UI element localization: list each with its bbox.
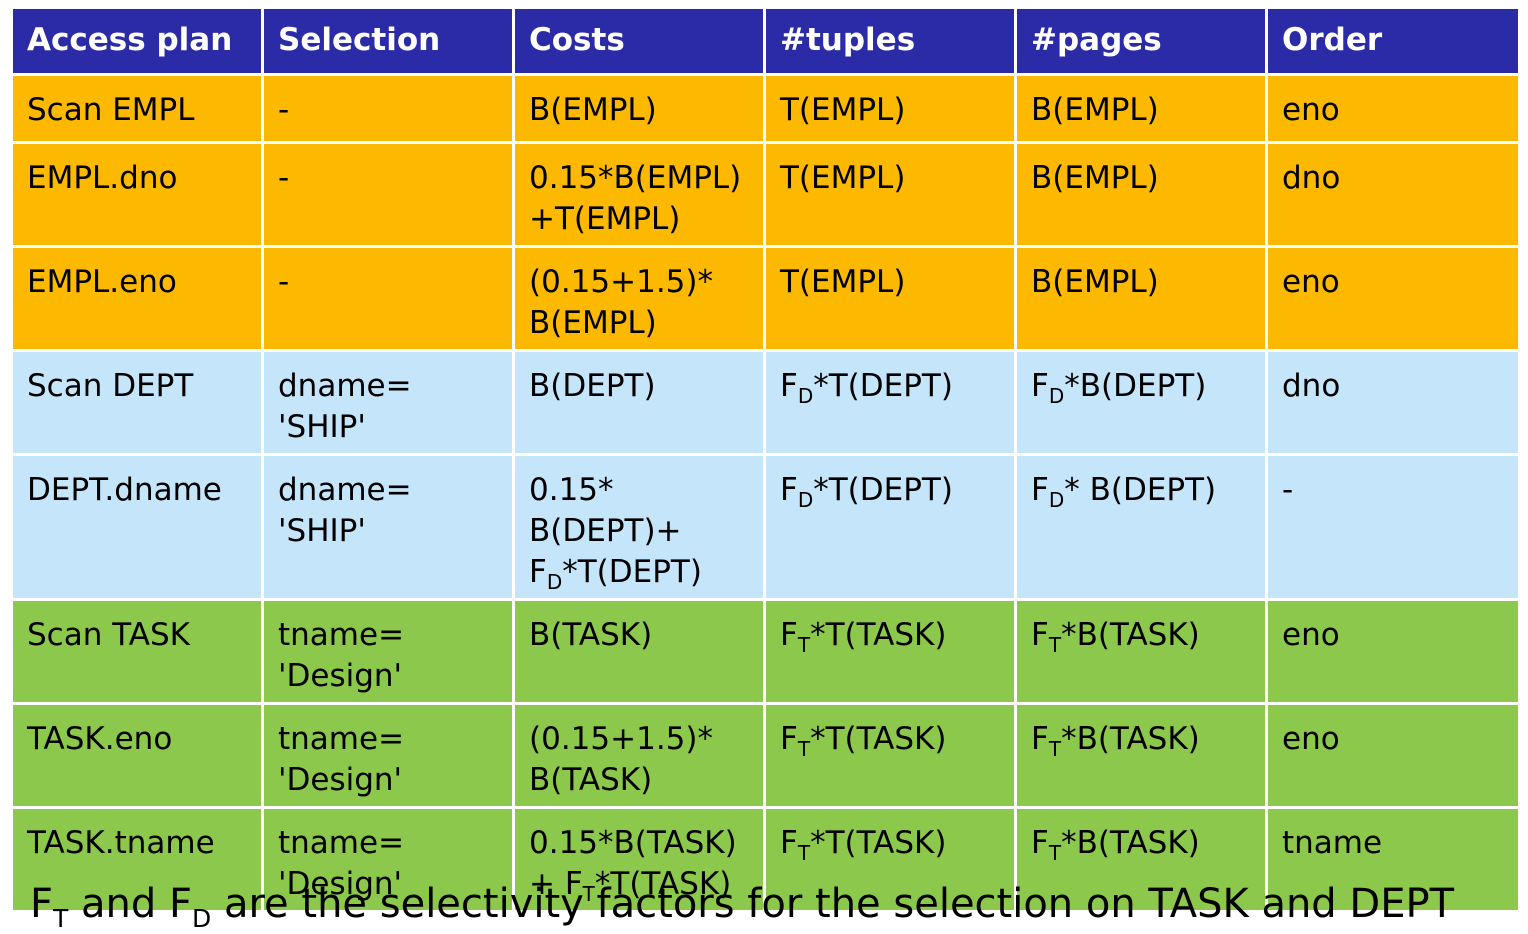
- cell-tuples: FD*T(DEPT): [763, 349, 1017, 456]
- cell-costs: B(TASK): [512, 598, 766, 705]
- costs-line: B(DEPT)+: [529, 513, 682, 549]
- cell-costs: (0.15+1.5)* B(EMPL): [512, 245, 766, 352]
- cell-pages: B(EMPL): [1014, 73, 1268, 144]
- cell-pages: FT*B(TASK): [1014, 806, 1268, 913]
- cell-pages: FT*B(TASK): [1014, 598, 1268, 705]
- cell-tuples: T(EMPL): [763, 73, 1017, 144]
- header-order: Order: [1265, 6, 1521, 76]
- header-tuples: #tuples: [763, 6, 1017, 76]
- selection-line: 'Design': [278, 762, 403, 798]
- cell-order: eno: [1265, 245, 1521, 352]
- selection-line: 'SHIP': [278, 409, 366, 445]
- costs-line: + FT*T(TASK): [529, 866, 732, 906]
- cell-tuples: FT*T(TASK): [763, 598, 1017, 705]
- cell-tuples: T(EMPL): [763, 245, 1017, 352]
- table-row: EMPL.eno - (0.15+1.5)* B(EMPL) T(EMPL) B…: [10, 245, 1521, 352]
- table-row: Scan TASK tname= 'Design' B(TASK) FT*T(T…: [10, 598, 1521, 705]
- cell-selection: -: [261, 73, 515, 144]
- cell-selection: tname= 'Design': [261, 702, 515, 809]
- cell-order: dno: [1265, 349, 1521, 456]
- selectivity-footnote: FT and FD are the selectivity factors fo…: [30, 881, 1455, 933]
- header-access-plan: Access plan: [10, 6, 264, 76]
- cell-selection: -: [261, 245, 515, 352]
- costs-line: 0.15*B(TASK): [529, 825, 737, 861]
- selection-line: 'Design': [278, 866, 403, 902]
- selection-line: dname=: [278, 472, 412, 508]
- selection-line: tname=: [278, 825, 405, 861]
- cell-access-plan: TASK.eno: [10, 702, 264, 809]
- cell-order: -: [1265, 453, 1521, 601]
- costs-line: +T(EMPL): [529, 201, 681, 237]
- cell-costs: 0.15* B(DEPT)+ FD*T(DEPT): [512, 453, 766, 601]
- cell-selection: dname= 'SHIP': [261, 453, 515, 601]
- cell-access-plan: EMPL.dno: [10, 141, 264, 248]
- costs-line: 0.15*: [529, 472, 614, 508]
- cell-access-plan: Scan TASK: [10, 598, 264, 705]
- costs-line: (0.15+1.5)*: [529, 721, 713, 757]
- access-plan-table: Access plan Selection Costs #tuples #pag…: [10, 6, 1521, 913]
- cell-access-plan: TASK.tname: [10, 806, 264, 913]
- costs-line: B(EMPL): [529, 92, 657, 128]
- cell-tuples: FT*T(TASK): [763, 806, 1017, 913]
- cell-pages: FD*B(DEPT): [1014, 349, 1268, 456]
- costs-line: B(TASK): [529, 762, 653, 798]
- cell-access-plan: DEPT.dname: [10, 453, 264, 601]
- selection-line: 'Design': [278, 658, 403, 694]
- selection-line: 'SHIP': [278, 513, 366, 549]
- cell-selection: tname= 'Design': [261, 806, 515, 913]
- cell-costs: 0.15*B(TASK) + FT*T(TASK): [512, 806, 766, 913]
- cell-costs: (0.15+1.5)* B(TASK): [512, 702, 766, 809]
- cell-pages: B(EMPL): [1014, 245, 1268, 352]
- costs-line: B(TASK): [529, 617, 653, 653]
- header-costs: Costs: [512, 6, 766, 76]
- table-row: TASK.tname tname= 'Design' 0.15*B(TASK) …: [10, 806, 1521, 913]
- cell-order: eno: [1265, 73, 1521, 144]
- header-pages: #pages: [1014, 6, 1268, 76]
- selection-line: dname=: [278, 368, 412, 404]
- cell-access-plan: Scan EMPL: [10, 73, 264, 144]
- cell-access-plan: EMPL.eno: [10, 245, 264, 352]
- costs-line: FD*T(DEPT): [529, 554, 702, 594]
- table-row: DEPT.dname dname= 'SHIP' 0.15* B(DEPT)+ …: [10, 453, 1521, 601]
- cell-selection: tname= 'Design': [261, 598, 515, 705]
- cell-order: eno: [1265, 598, 1521, 705]
- table-header-row: Access plan Selection Costs #tuples #pag…: [10, 6, 1521, 76]
- cell-costs: 0.15*B(EMPL) +T(EMPL): [512, 141, 766, 248]
- costs-line: (0.15+1.5)*: [529, 264, 713, 300]
- table-row: Scan EMPL - B(EMPL) T(EMPL) B(EMPL) eno: [10, 73, 1521, 144]
- cell-access-plan: Scan DEPT: [10, 349, 264, 456]
- cell-order: dno: [1265, 141, 1521, 248]
- cell-costs: B(EMPL): [512, 73, 766, 144]
- cell-selection: dname= 'SHIP': [261, 349, 515, 456]
- cell-tuples: FD*T(DEPT): [763, 453, 1017, 601]
- table-row: Scan DEPT dname= 'SHIP' B(DEPT) FD*T(DEP…: [10, 349, 1521, 456]
- selection-line: tname=: [278, 721, 405, 757]
- cell-pages: B(EMPL): [1014, 141, 1268, 248]
- cell-pages: FD* B(DEPT): [1014, 453, 1268, 601]
- costs-line: B(EMPL): [529, 305, 657, 341]
- table-row: TASK.eno tname= 'Design' (0.15+1.5)* B(T…: [10, 702, 1521, 809]
- cell-order: eno: [1265, 702, 1521, 809]
- cell-tuples: FT*T(TASK): [763, 702, 1017, 809]
- header-selection: Selection: [261, 6, 515, 76]
- cell-costs: B(DEPT): [512, 349, 766, 456]
- cell-pages: FT*B(TASK): [1014, 702, 1268, 809]
- costs-line: 0.15*B(EMPL): [529, 160, 742, 196]
- table-row: EMPL.dno - 0.15*B(EMPL) +T(EMPL) T(EMPL)…: [10, 141, 1521, 248]
- selection-line: tname=: [278, 617, 405, 653]
- cell-order: tname: [1265, 806, 1521, 913]
- cell-selection: -: [261, 141, 515, 248]
- cell-tuples: T(EMPL): [763, 141, 1017, 248]
- costs-line: B(DEPT): [529, 368, 656, 404]
